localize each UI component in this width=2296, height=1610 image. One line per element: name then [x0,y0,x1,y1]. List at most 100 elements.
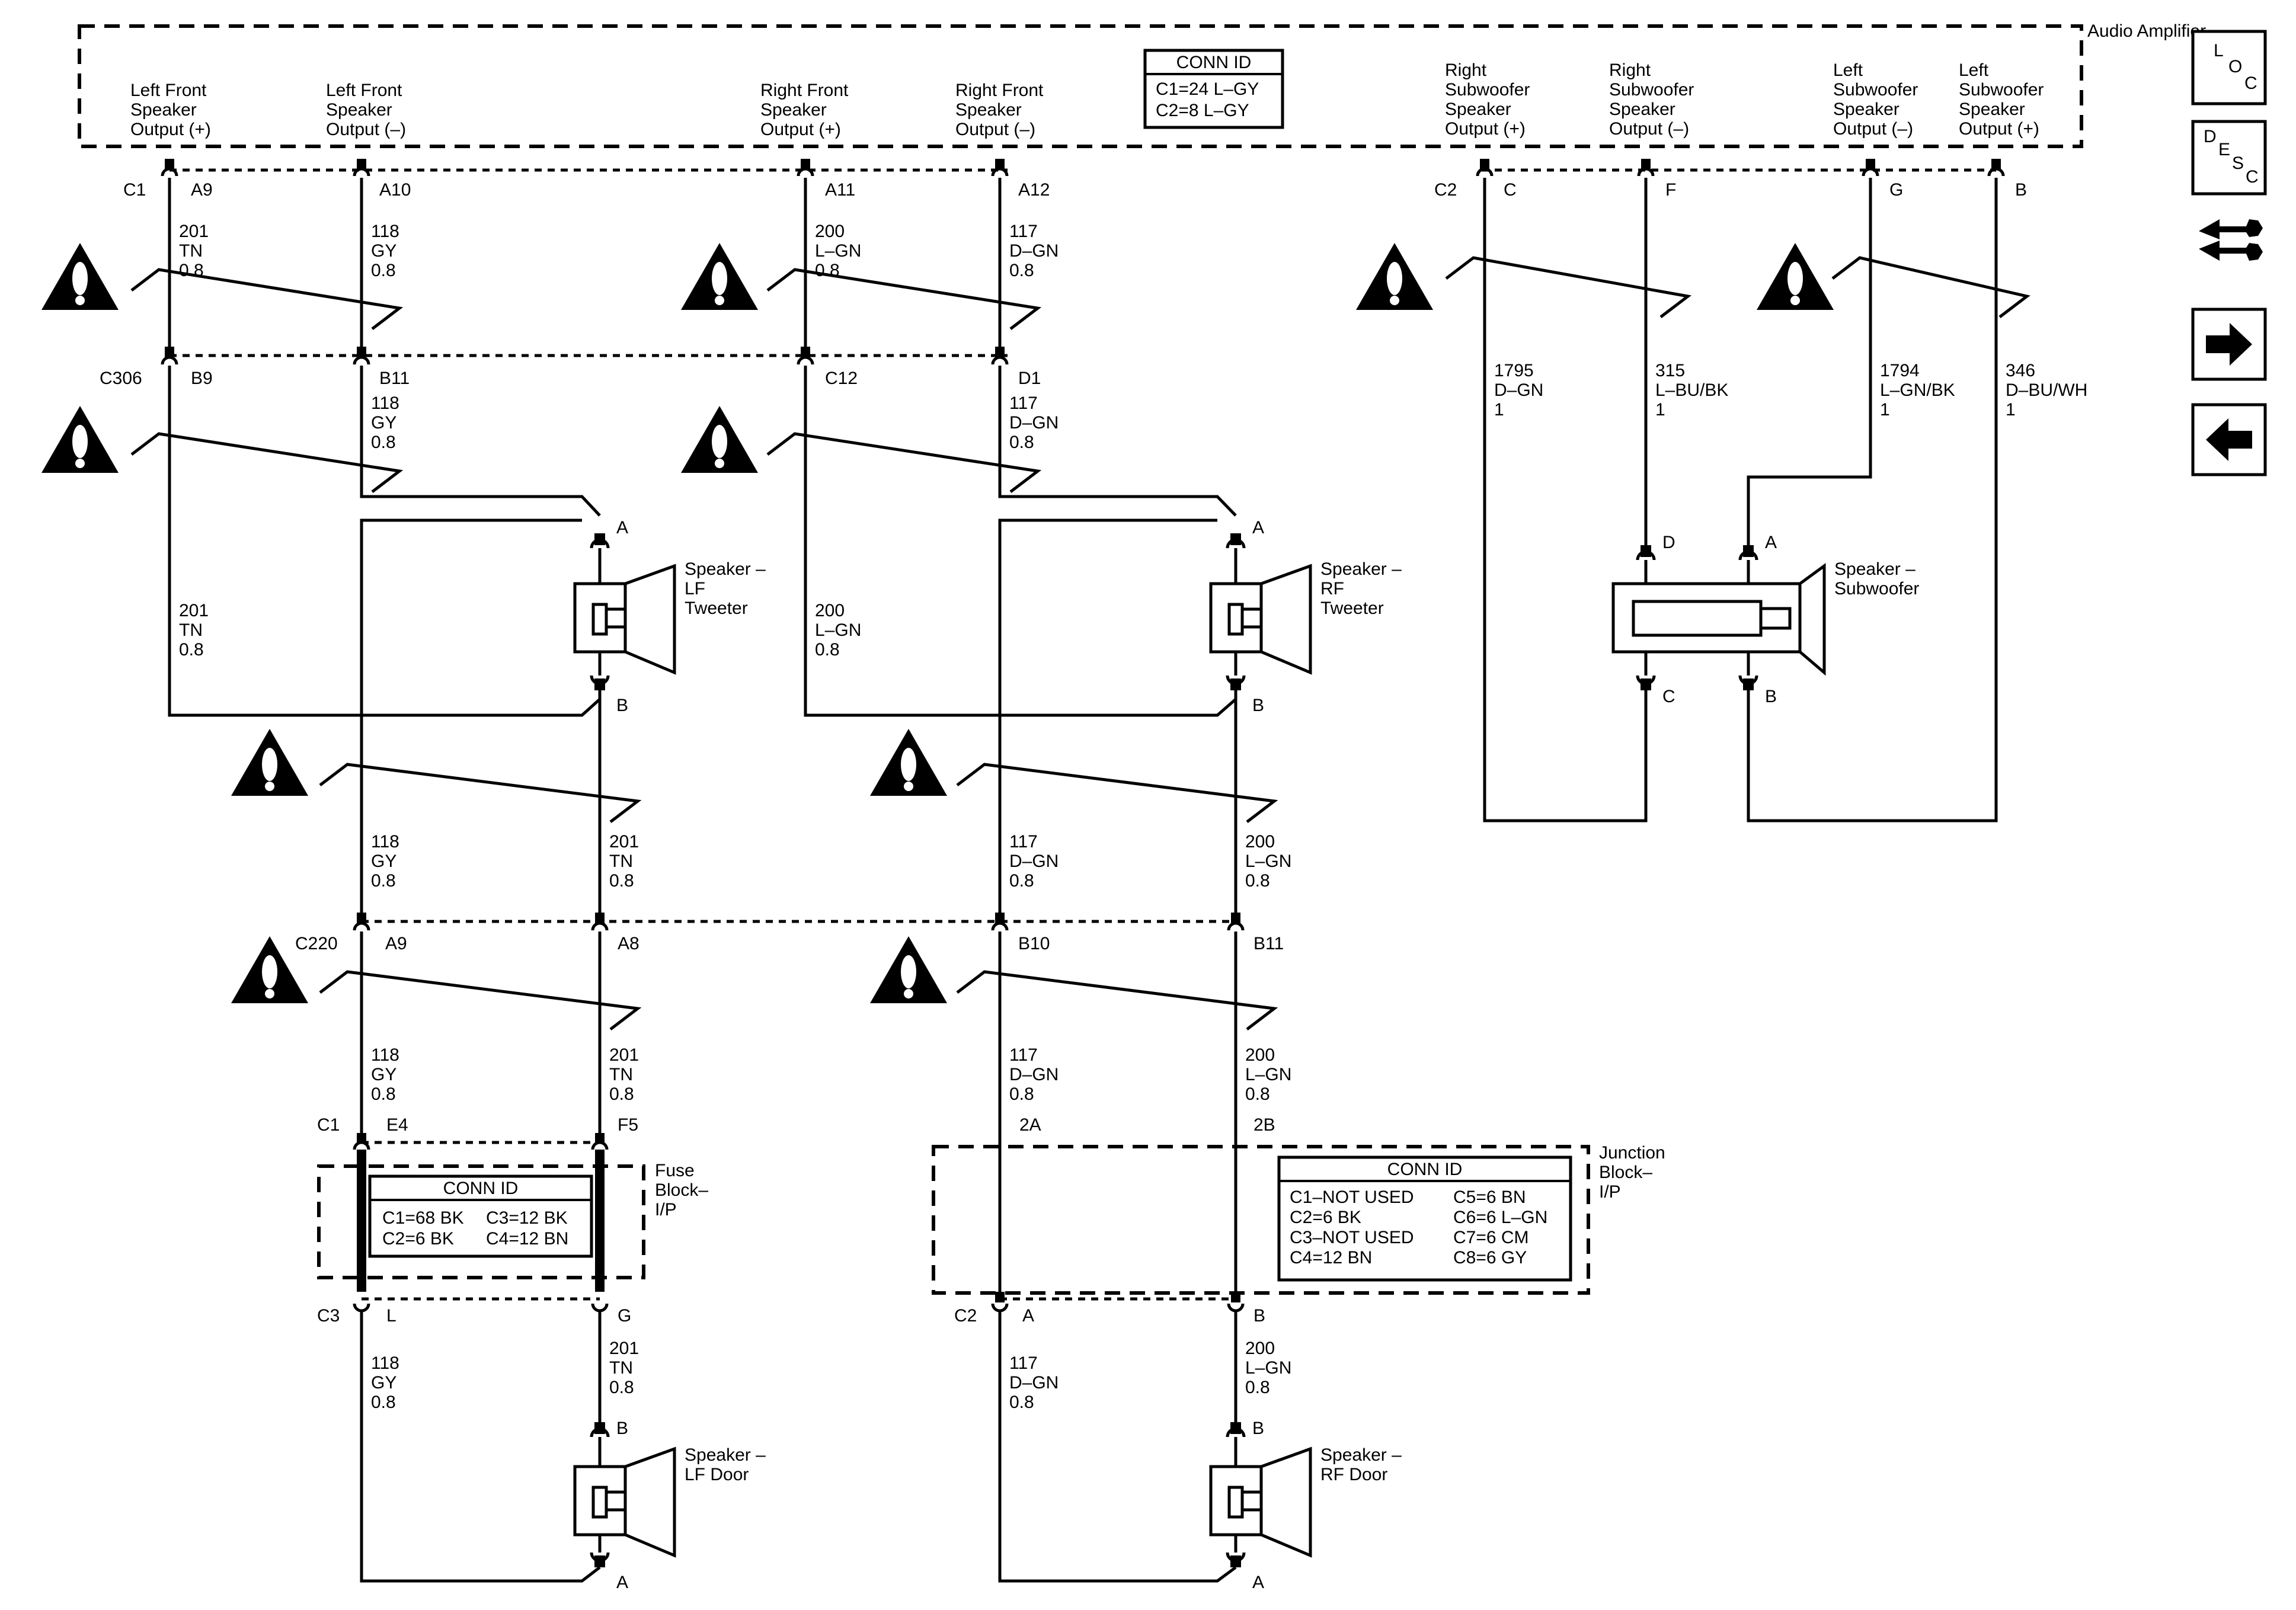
svg-text:B11: B11 [1253,934,1284,953]
back-arrow-icon[interactable] [2191,403,2267,476]
svg-text:L: L [386,1306,396,1326]
c306-pins: C306 B9 B11 C12 D1 [100,347,1041,388]
harness-icon[interactable] [2199,219,2263,261]
svg-text:C8=6 GY: C8=6 GY [1453,1248,1527,1267]
svg-text:C: C [2244,73,2257,93]
svg-text:CONN ID: CONN ID [1387,1160,1463,1179]
svg-text:D1: D1 [1018,369,1041,388]
next-arrow-icon[interactable] [2191,308,2267,381]
front-wires-upper [130,178,1042,347]
c220-pins: C220 A9 A8 B10 B11 [295,913,1284,953]
svg-text:E: E [2218,140,2230,159]
svg-text:B: B [1253,1306,1265,1326]
svg-text:C3=12 BK: C3=12 BK [486,1208,568,1228]
caution-icon [870,729,947,796]
caution-icon [681,243,758,310]
audio-amplifier: Audio Amplifier [78,21,2206,148]
svg-text:F: F [1665,180,1676,200]
caution-icon [231,729,308,796]
caution-icon [681,406,758,473]
tweeter-wires [130,366,1237,913]
svg-text:C3–NOT USED: C3–NOT USED [1290,1228,1414,1247]
lower-wires [319,932,1278,1292]
svg-text:C2: C2 [954,1306,977,1326]
svg-text:S: S [2232,153,2244,173]
svg-text:A: A [616,1573,628,1592]
svg-text:B11: B11 [379,369,410,388]
svg-text:D: D [1662,533,1675,552]
svg-text:C1–NOT USED: C1–NOT USED [1290,1188,1414,1207]
svg-text:2A: 2A [1019,1115,1041,1135]
svg-text:B: B [1252,1419,1264,1438]
svg-text:C3: C3 [317,1306,340,1326]
svg-text:O: O [2228,57,2242,76]
svg-text:C1: C1 [123,180,146,200]
svg-text:C2: C2 [1434,180,1457,200]
amplifier-conn-id: CONN ID C1=24 L–GY C2=8 L–GY [1143,49,1284,129]
desc-icon[interactable]: D E S C [2191,120,2267,196]
svg-text:B: B [616,1419,628,1438]
svg-text:B: B [1765,687,1777,706]
svg-text:C4=12 BN: C4=12 BN [486,1229,568,1249]
svg-text:2B: 2B [1253,1115,1275,1135]
svg-text:G: G [1889,180,1903,200]
svg-text:C2=6 BK: C2=6 BK [1290,1208,1361,1227]
svg-text:C1=24 L–GY: C1=24 L–GY [1156,79,1259,99]
svg-text:C5=6 BN: C5=6 BN [1453,1188,1526,1207]
subwoofer-speaker: D A C B Speaker –Subwoofer [1611,533,1919,706]
svg-text:A: A [616,518,628,537]
svg-text:A12: A12 [1018,180,1050,200]
svg-text:A11: A11 [825,180,855,200]
svg-text:C220: C220 [295,934,338,953]
svg-text:B: B [2015,180,2027,200]
caution-icon [41,406,119,473]
svg-text:E4: E4 [386,1115,408,1135]
caution-icon [1757,243,1834,310]
caution-icon [870,936,947,1003]
svg-text:C1: C1 [317,1115,340,1135]
svg-text:A: A [1765,533,1777,552]
amplifier-label: Audio Amplifier [2087,21,2206,41]
svg-text:A: A [1252,518,1264,537]
svg-text:A: A [1252,1573,1264,1592]
svg-text:F5: F5 [618,1115,638,1135]
svg-text:C306: C306 [100,369,142,388]
svg-text:CONN ID: CONN ID [443,1179,519,1198]
svg-text:C7=6 CM: C7=6 CM [1453,1228,1529,1247]
svg-text:B9: B9 [191,369,213,388]
svg-text:A10: A10 [379,180,411,200]
svg-text:C1=68 BK: C1=68 BK [382,1208,464,1228]
svg-text:B: B [616,696,628,715]
loc-icon[interactable]: L O C [2191,30,2267,105]
